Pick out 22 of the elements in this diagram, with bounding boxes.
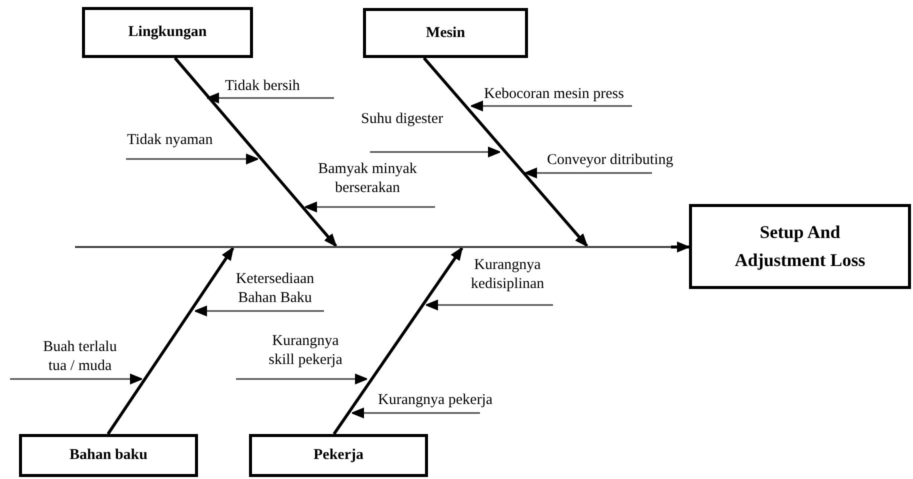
cause-label: Kurangnya pekerja — [378, 391, 494, 410]
category-box: Lingkungan — [82, 7, 253, 58]
cause-label: Buah terlalu tua / muda — [42, 338, 118, 376]
arrow — [332, 247, 464, 435]
spine-line — [75, 246, 671, 248]
effect-box: Setup And Adjustment Loss — [689, 204, 911, 289]
cause-label: Tidak nyaman — [127, 131, 214, 150]
arrow — [422, 57, 588, 247]
cause-label: Tidak bersih — [225, 77, 301, 96]
category-box: Mesin — [363, 8, 528, 58]
cause-label: Ketersediaan Bahan Baku — [234, 270, 316, 308]
cause-label: Kebocoran mesin press — [484, 85, 625, 104]
arrow — [671, 242, 690, 252]
cause-label: Conveyor ditributing — [547, 151, 674, 170]
cause-label: Kurangnya kedisiplinan — [470, 256, 546, 294]
arrow — [174, 57, 338, 247]
arrow — [106, 247, 234, 435]
cause-label: Suhu digester — [361, 110, 444, 129]
category-box: Pekerja — [249, 434, 428, 477]
cause-label: Bamyak minyak berserakan — [317, 160, 418, 198]
category-box: Bahan baku — [19, 434, 198, 477]
cause-label: Kurangnya skill pekerja — [268, 332, 344, 370]
